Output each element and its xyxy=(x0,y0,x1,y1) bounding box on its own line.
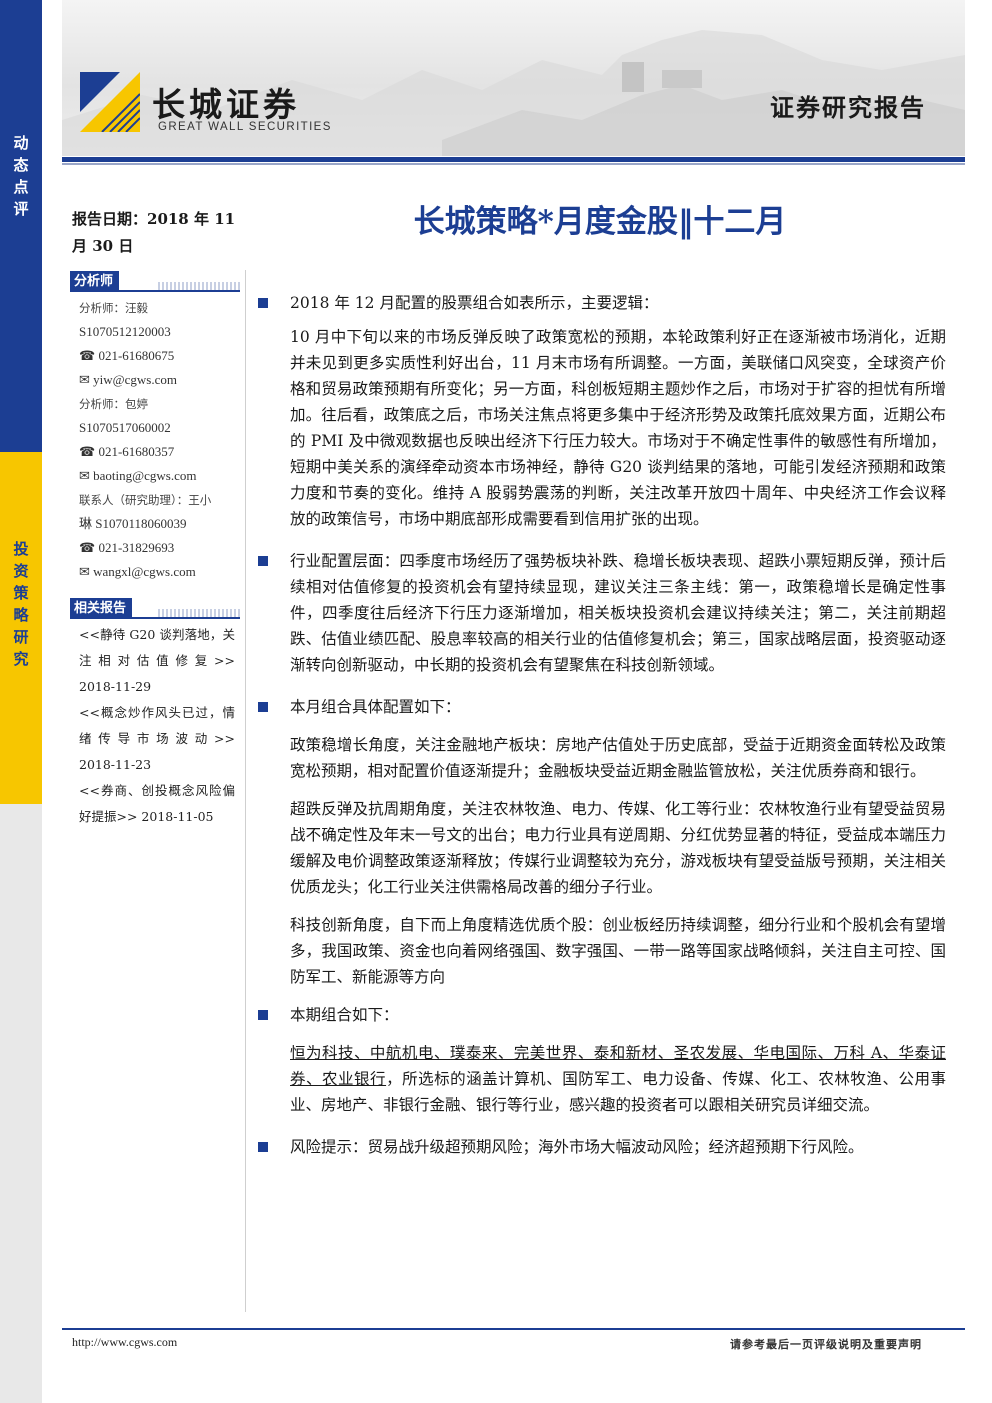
column-divider xyxy=(245,270,246,1312)
phone-icon-line: ☎ 021-31829693 xyxy=(79,540,175,555)
phone-icon-line: ☎ 021-61680357 xyxy=(79,444,175,459)
report-date: 报告日期：2018 年 11 月 30 日 xyxy=(72,210,236,255)
related-reports-heading: 相关报告 xyxy=(70,597,240,619)
side-bar-grey-block xyxy=(0,804,42,1403)
analyst-list: 分析师：汪毅 S1070512120003 ☎ 021-61680675 ✉ y… xyxy=(79,296,243,584)
mail-icon-line: ✉ baoting@cgws.com xyxy=(79,468,197,483)
logo-text-en: GREAT WALL SECURITIES xyxy=(158,121,332,133)
report-type: 证券研究报告 xyxy=(770,93,926,122)
related-report-item[interactable]: <<概念炒作风头已过，情 绪传导市场波动>> 2018-11-23 xyxy=(79,705,235,772)
footer-disclaimer: 请参考最后一页评级说明及重要声明 xyxy=(730,1338,922,1351)
great-wall-illustration xyxy=(62,30,965,156)
side-bar-yellow-block xyxy=(0,452,42,804)
paragraph: 10 月中下旬以来的市场反弹反映了政策宽松的预期，本轮政策利好正在逐渐被市场消化… xyxy=(290,328,946,528)
bullet-point: 行业配置层面：四季度市场经历了强势板块补跌、稳增长板块表现、超跌小票短期反弹，预… xyxy=(258,548,946,678)
logo-text-cn: 长城证券 xyxy=(152,85,300,124)
phone-icon-line: ☎ 021-61680675 xyxy=(79,348,175,363)
stock-portfolio-list: 恒为科技、中航机电、璞泰来、完美世界、泰和新材、圣农发展、华电国际、万科 A、华… xyxy=(290,1044,946,1088)
report-body: 2018 年 12 月配置的股票组合如表所示，主要逻辑： 10 月中下旬以来的市… xyxy=(258,290,946,1160)
mail-icon-line: ✉ yiw@cgws.com xyxy=(79,372,177,387)
paragraph: 超跌反弹及抗周期角度，关注农林牧渔、电力、传媒、化工等行业：农林牧渔行业有望受益… xyxy=(290,800,946,896)
related-reports-list: <<静待 G20 谈判落地，关 注相对估值修复>> 2018-11-29 <<概… xyxy=(79,622,235,830)
bullet-point: 2018 年 12 月配置的股票组合如表所示，主要逻辑： xyxy=(258,290,946,316)
footer-url[interactable]: http://www.cgws.com xyxy=(72,1335,178,1349)
mail-icon-line: ✉ wangxl@cgws.com xyxy=(79,564,196,579)
side-bar: 动态点评 投资策略研究 xyxy=(0,0,42,1403)
header-rule xyxy=(62,157,965,162)
paragraph: 科技创新角度，自下而上角度精选优质个股：创业板经历持续调整，细分行业和个股机会有… xyxy=(290,916,946,986)
footer-rule xyxy=(62,1328,965,1330)
category-label: 动态点评 xyxy=(13,134,29,218)
paragraph: 政策稳增长角度，关注金融地产板块：房地产估值处于历史底部，受益于近期资金面转松及… xyxy=(290,736,946,780)
header-rule-thin xyxy=(62,163,965,165)
bullet-point: 本月组合具体配置如下： xyxy=(258,694,946,720)
series-label: 投资策略研究 xyxy=(13,540,29,668)
logo-icon xyxy=(80,72,140,132)
analysts-heading: 分析师 xyxy=(70,270,240,292)
related-report-item[interactable]: <<券商、创投概念风险偏 好提振>> 2018-11-05 xyxy=(79,783,235,824)
report-title: 长城策略*月度金股‖十二月 xyxy=(413,204,787,240)
bullet-point: 本期组合如下： xyxy=(258,1002,946,1028)
related-report-item[interactable]: <<静待 G20 谈判落地，关 注相对估值修复>> 2018-11-29 xyxy=(79,627,235,694)
side-bar-blue-block xyxy=(0,0,42,452)
paragraph: 恒为科技、中航机电、璞泰来、完美世界、泰和新材、圣农发展、华电国际、万科 A、华… xyxy=(290,1044,946,1114)
risk-warning: 风险提示：贸易战升级超预期风险；海外市场大幅波动风险；经济超预期下行风险。 xyxy=(258,1134,946,1160)
